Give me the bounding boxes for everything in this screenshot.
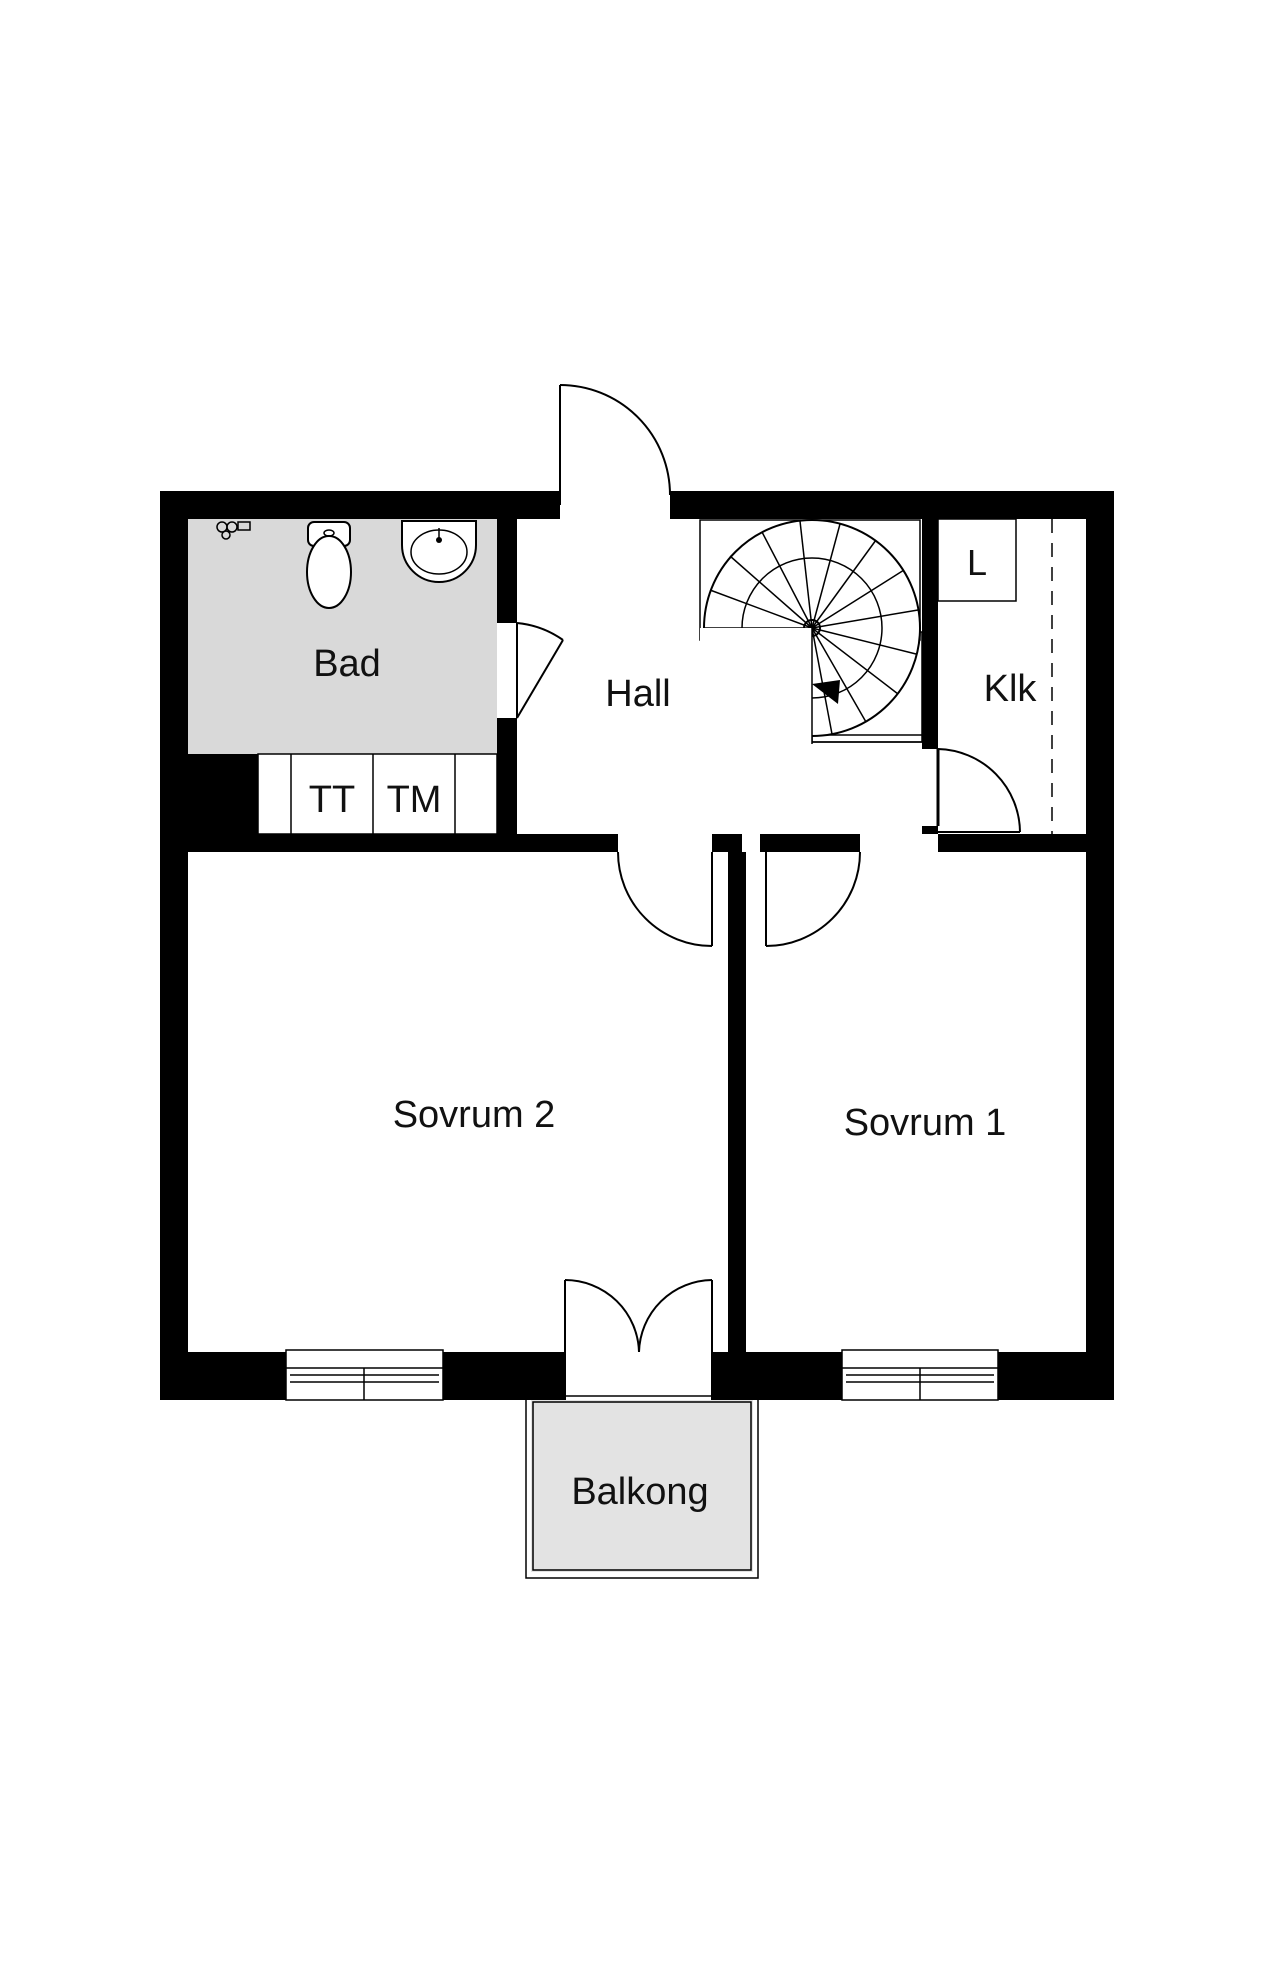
- balcony-floor: [531, 1400, 753, 1572]
- balcony-inner: [532, 1401, 752, 1571]
- wardrobe: [937, 518, 1053, 834]
- tumble-dryer-label: TT: [309, 779, 355, 821]
- bathroom-door: [516, 622, 564, 719]
- laundry-cabinets: [257, 753, 498, 835]
- spiral-staircase-icon: [699, 519, 923, 744]
- balcony-door: [564, 1279, 713, 1400]
- toilet-icon: [306, 521, 352, 609]
- window-sovrum-2: [285, 1349, 444, 1401]
- linen-cabinet-label: L: [967, 542, 987, 583]
- outer-walls: [160, 491, 1114, 1400]
- bedroom-2-door: [617, 851, 713, 947]
- closet-door: [936, 748, 1021, 833]
- room-label-hall: Hall: [605, 673, 670, 715]
- room-label-balkong: Balkong: [571, 1471, 708, 1513]
- bedroom-1-door: [765, 851, 861, 947]
- room-label-bad: Bad: [313, 643, 381, 685]
- entrance-door: [559, 384, 671, 505]
- room-label-klk: Klk: [984, 668, 1038, 710]
- shower-icon: [216, 521, 251, 540]
- washing-machine-label: TM: [387, 779, 442, 821]
- room-label-sovrum-1: Sovrum 1: [844, 1102, 1007, 1144]
- window-sovrum-1: [841, 1349, 999, 1401]
- interior-walls: [188, 519, 1086, 1352]
- room-label-sovrum-2: Sovrum 2: [393, 1094, 556, 1136]
- balcony-railing: [525, 1395, 759, 1579]
- sink-icon: [401, 520, 477, 583]
